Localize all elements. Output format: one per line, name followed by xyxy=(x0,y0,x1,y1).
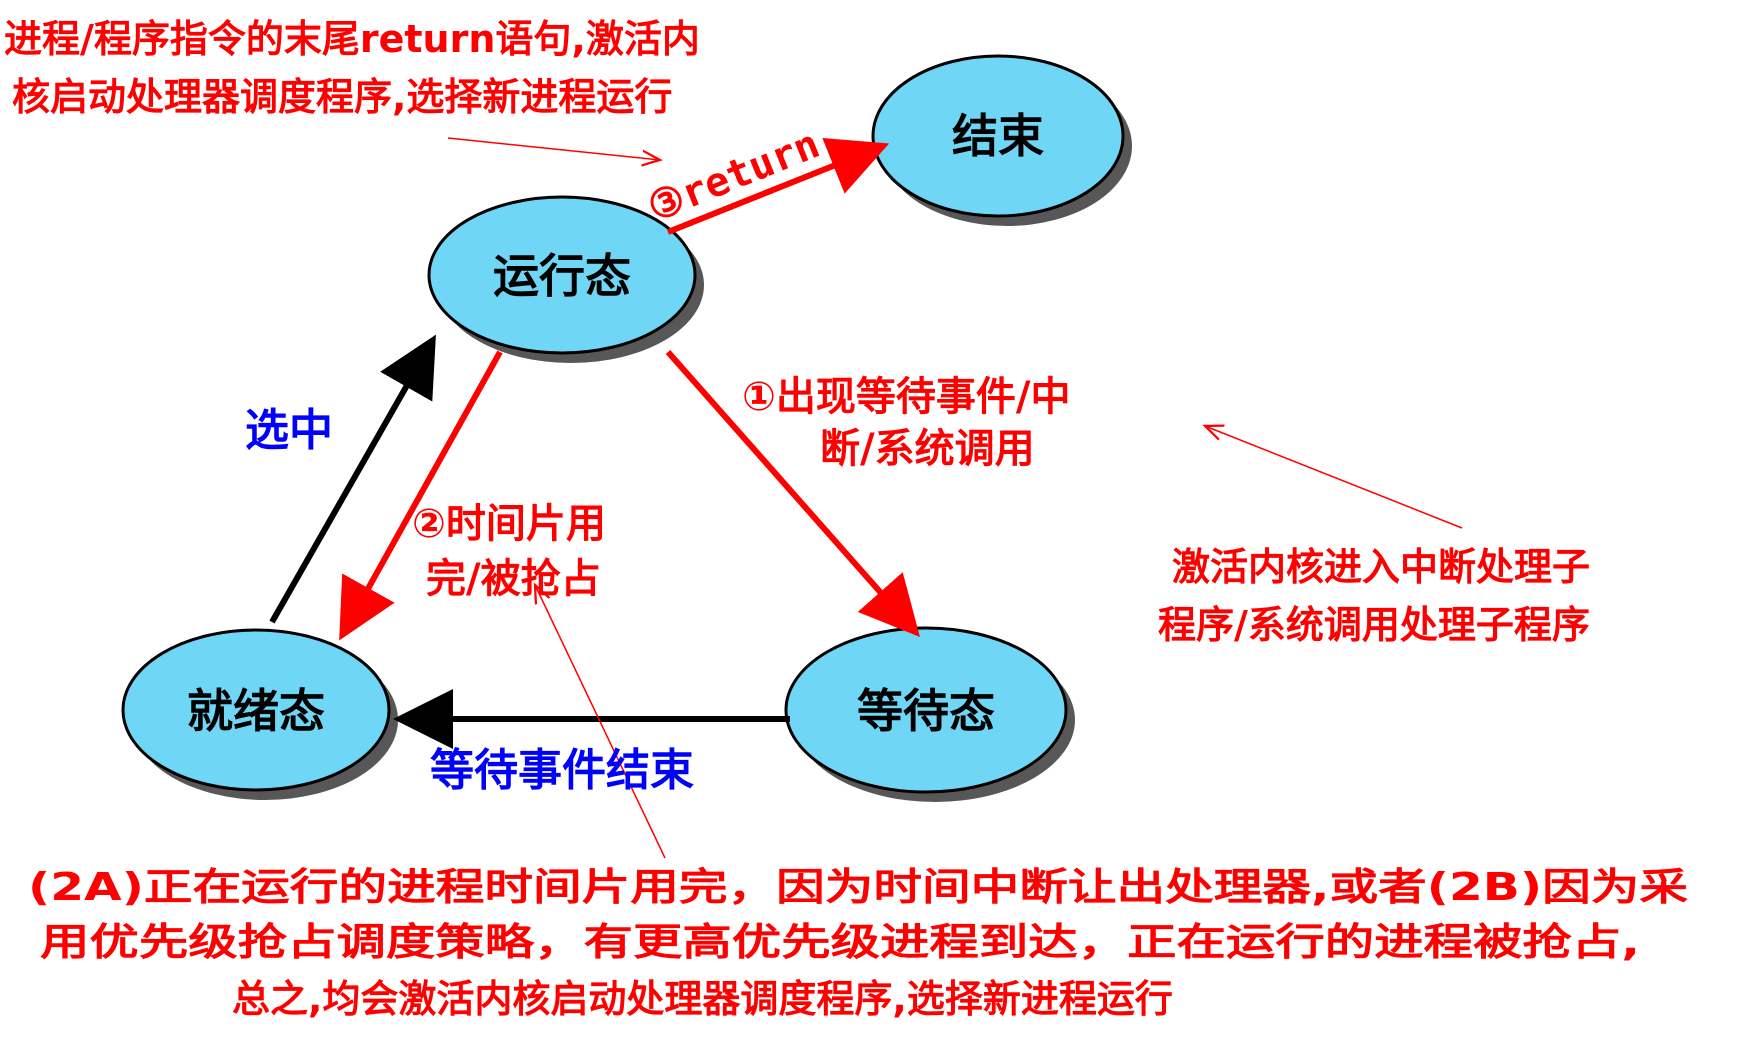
state-ready: 就绪态 xyxy=(121,628,398,800)
note-top-line1: 进程/程序指令的末尾return语句,激活内 xyxy=(4,17,700,61)
state-waiting: 等待态 xyxy=(784,626,1075,802)
note-right-line1: 激活内核进入中断处理子 xyxy=(1172,545,1590,589)
state-end-label: 结束 xyxy=(952,109,1044,163)
arrow-running-to-ready xyxy=(339,350,503,641)
state-waiting-label: 等待态 xyxy=(857,684,995,738)
pointer-bottom-note xyxy=(535,585,666,859)
label-event-end: 等待事件结束 xyxy=(430,745,694,796)
state-ready-label: 就绪态 xyxy=(187,684,325,738)
arrow-running-to-waiting xyxy=(665,350,920,637)
pointer-right-note xyxy=(1205,426,1463,529)
arrow-ready-to-running xyxy=(269,334,436,624)
label-selected: 选中 xyxy=(245,405,333,456)
state-running-label: 运行态 xyxy=(493,249,631,303)
label-wait-event-line2: 断/系统调用 xyxy=(820,426,1035,472)
arrow-return xyxy=(666,137,890,235)
note-top-line2: 核启动处理器调度程序,选择新进程运行 xyxy=(12,75,672,119)
label-return: ③return xyxy=(642,121,826,231)
label-timeslice-line2: 完/被抢占 xyxy=(426,556,601,602)
state-end: 结束 xyxy=(871,54,1132,226)
label-timeslice-line1: ②时间片用 xyxy=(412,501,606,547)
note-bottom-line3: 总之,均会激活内核启动处理器调度程序,选择新进程运行 xyxy=(232,977,1173,1021)
note-bottom-line1: (2A)正在运行的进程时间片用完，因为时间中断让出处理器,或者(2B)因为采 xyxy=(28,865,1688,909)
note-right-line2: 程序/系统调用处理子程序 xyxy=(1158,603,1590,647)
note-bottom-line2: 用优先级抢占调度策略，有更高优先级进程到达，正在运行的进程被抢占, xyxy=(40,920,1640,964)
state-running: 运行态 xyxy=(427,195,704,363)
pointer-top-note xyxy=(447,137,660,160)
label-wait-event-line1: ①出现等待事件/中 xyxy=(742,374,1070,420)
